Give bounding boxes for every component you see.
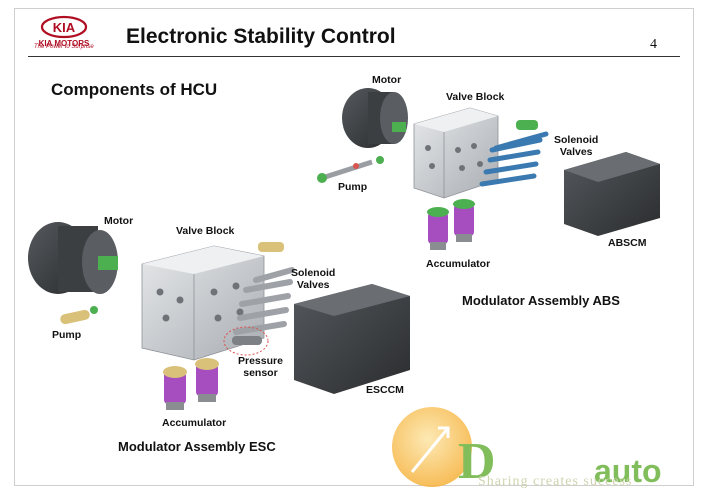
abs-green-fitting [516,120,538,130]
kia-brand-text: KIA MOTORS [39,39,90,48]
watermark-slogan: Sharing creates success [478,474,633,489]
esc-top-fitting [258,242,284,252]
esc-pump-label: Pump [52,329,82,341]
abs-valve-block-label: Valve Block [446,91,505,103]
esc-valve-block-label: Valve Block [176,225,235,237]
esc-caption: Modulator Assembly ESC [118,439,276,454]
page-number: 4 [650,37,657,52]
section-heading: Components of HCU [51,80,218,99]
abs-motor-part [342,88,408,148]
abs-ecm-label: ABSCM [608,237,647,249]
abs-solenoid-label-line1: Solenoid [554,134,599,146]
kia-logo: KIA KIA MOTORS [39,15,90,48]
esc-pressure-sensor-part [223,326,269,356]
abs-control-module-part [564,152,660,236]
abs-pump-label: Pump [338,181,368,193]
esc-accumulator-label: Accumulator [162,417,227,429]
esc-solenoid-label-line1: Solenoid [291,267,336,279]
esc-solenoid-label-line2: Valves [296,279,330,291]
abs-accumulator-label: Accumulator [426,258,491,270]
abs-solenoid-valves-part [479,131,549,187]
abs-accumulator-part [427,199,475,250]
abs-solenoid-label-line2: Valves [559,146,593,158]
watermark-brand-suffix: auto [594,453,662,489]
slide-frame [14,8,694,486]
esc-accumulator-part [163,358,219,410]
title-divider [28,56,680,57]
kia-tagline: The Power to Surprise [34,44,94,50]
abs-pump-part [317,156,384,183]
esc-solenoid-label: Solenoid Valves [291,267,335,291]
slide-title: Electronic Stability Control [126,25,396,48]
abs-solenoid-label: Solenoid Valves [554,134,598,158]
watermark-logo: D auto [392,407,662,490]
esc-pressure-label-line1: Pressure [238,355,283,367]
esc-ecm-label: ESCCM [366,384,404,396]
abs-motor-label: Motor [372,74,402,86]
esc-control-module-part [294,284,410,394]
esc-motor-label: Motor [104,215,134,227]
esc-pump-part [60,306,98,325]
esc-pressure-sensor-label: Pressure sensor [238,355,283,379]
esc-motor-part [28,222,118,294]
esc-pressure-label-line2: sensor [243,367,278,379]
abs-caption: Modulator Assembly ABS [462,293,620,308]
watermark-brand-prefix: D [458,433,496,490]
abs-valve-block-part [413,107,499,199]
esc-solenoid-valves-part [233,267,295,335]
kia-logo-text: KIA [53,20,76,35]
